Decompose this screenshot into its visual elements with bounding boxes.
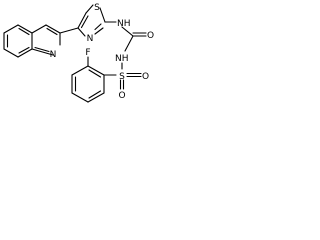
atom-label-nh-top: NH [117, 19, 131, 29]
bond-quinoline-thiazole [59, 27, 79, 34]
double-bond-inner [94, 23, 102, 31]
bond [3, 24, 19, 34]
bond [31, 24, 47, 34]
bond [87, 65, 105, 76]
fluorobenzene-ring [71, 65, 105, 103]
double-bond-inner [88, 69, 102, 78]
bond [31, 48, 54, 56]
thiazole-ring [77, 4, 106, 37]
bond [121, 26, 134, 37]
double-bond-inner [34, 46, 50, 53]
bond [87, 92, 105, 103]
chemical-structure-diagram: N S N NH O NH S O O F [3, 3, 154, 103]
bond [3, 48, 19, 58]
atom-label-thiazole-n: N [87, 34, 94, 44]
bond [17, 24, 33, 34]
bond [99, 7, 106, 23]
quinoline-benzo-ring [3, 24, 33, 58]
bond [94, 27, 104, 35]
bond [17, 48, 33, 58]
double-bond-inner [88, 90, 102, 99]
urea-linkage [121, 26, 147, 52]
atom-label-sulfonyl-o-right: O [142, 72, 149, 82]
bond [85, 4, 94, 14]
quinoline-pyridine-ring [31, 24, 61, 56]
bond [71, 92, 89, 103]
atom-label-fluorine: F [85, 48, 90, 58]
double-bond-inner [18, 27, 30, 36]
atom-label-sulfonyl-s: S [119, 72, 125, 82]
bond [77, 12, 87, 29]
double-bond-inner [80, 15, 89, 29]
bond [124, 35, 134, 52]
atom-label-sulfonyl-o-bottom: O [118, 91, 125, 101]
sulfonyl-group [119, 72, 142, 90]
double-bond-inner [46, 27, 58, 36]
double-bond-inner [18, 46, 30, 54]
atom-label-thiazole-s: S [94, 3, 100, 13]
bond [45, 24, 61, 34]
atom-label-carbonyl-o: O [147, 31, 154, 41]
bond [77, 27, 86, 37]
bond [71, 65, 89, 76]
atom-label-nh-bottom: NH [115, 54, 129, 64]
atom-label-quinoline-n: N [50, 50, 57, 60]
